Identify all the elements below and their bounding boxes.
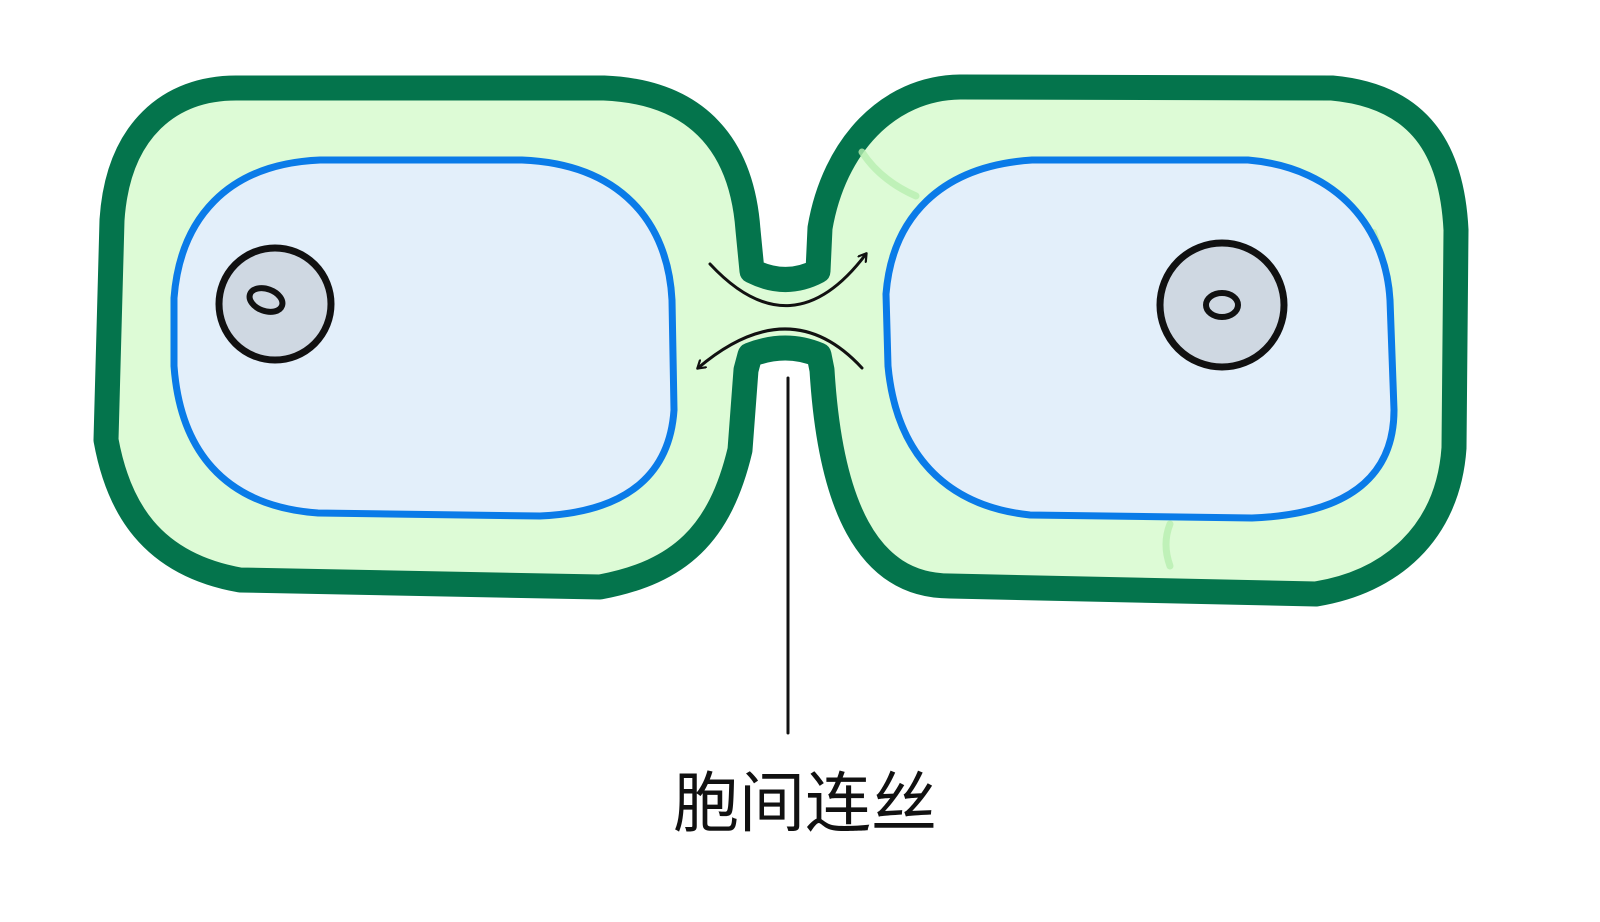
plasmodesmata-label: 胞间连丝 (673, 765, 937, 842)
curved-arrow-left-icon (698, 327, 864, 368)
right-cell-vacuole (882, 156, 1398, 522)
left-cell-nucleolus (246, 285, 286, 315)
left-cell-nucleus (215, 244, 335, 364)
left-cell-vacuole (170, 156, 678, 520)
curved-arrow-right-icon (708, 254, 866, 308)
cytoplasm-streak (858, 148, 920, 200)
right-cell-nucleus (1156, 239, 1288, 371)
right-cell-nucleolus (1203, 290, 1241, 320)
cytoplasm-streak (1162, 520, 1174, 570)
